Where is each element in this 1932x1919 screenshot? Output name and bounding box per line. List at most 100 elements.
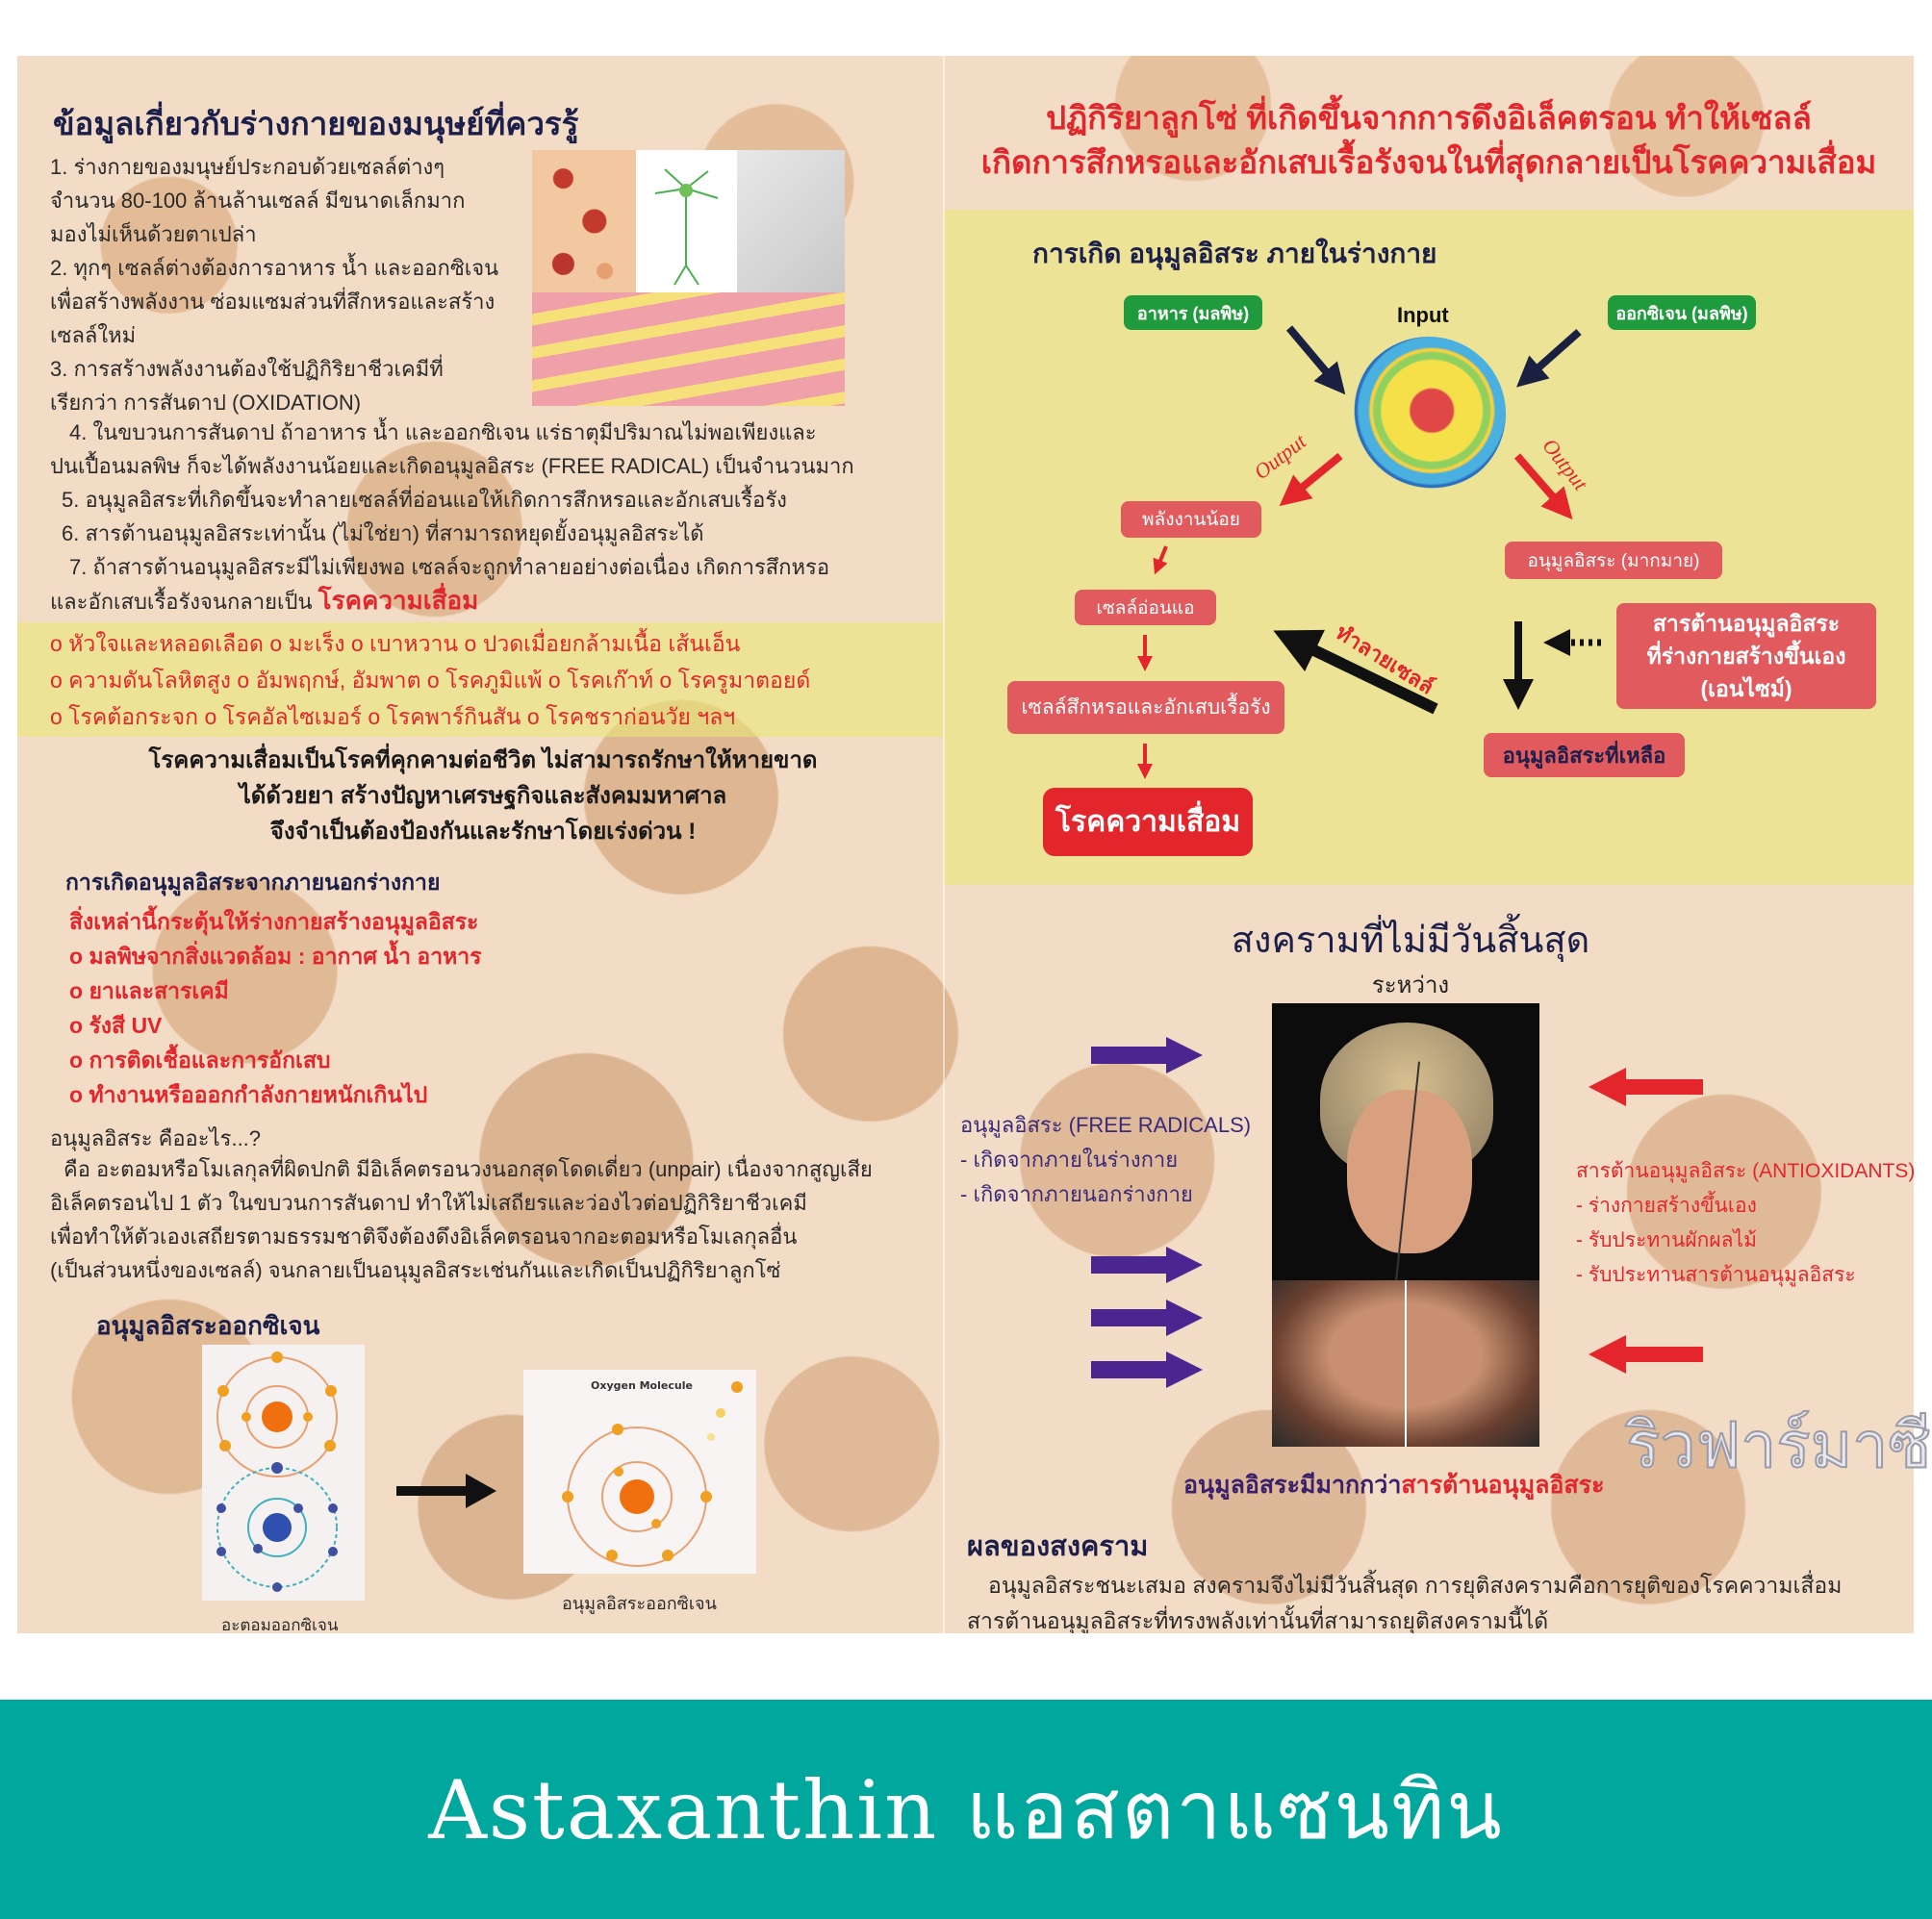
cause-item: o การติดเชื้อและการอักเสบ xyxy=(69,1048,331,1073)
title-banner: Astaxanthin แอสตาแซนทิน xyxy=(0,1700,1932,1919)
diagram-heading: การเกิด อนุมูลอิสระ ภายในร่างกาย xyxy=(1032,239,1437,268)
fact-line: 1. ร่างกายของมนุษย์ประกอบด้วยเซลล์ต่างๆ xyxy=(50,155,445,179)
nucleus-orange xyxy=(620,1479,654,1514)
disease-line: o ความดันโลหิตสูง o อัมพฤกษ์, อัมพาต o โ… xyxy=(50,668,811,693)
para-line: เพื่อทำให้ตัวเองเสถียรตามธรรมชาติจึงต้อง… xyxy=(50,1225,798,1249)
fact-line: 6. สารต้านอนุมูลอิสระเท่านั้น (ไม่ใช่ยา)… xyxy=(62,521,704,545)
page-fold xyxy=(943,56,945,1633)
caption-oxygen-radical: อนุมูลอิสระออกซิเจน xyxy=(562,1594,717,1613)
free-radicals-label: อนุมูลอิสระ (FREE RADICALS) xyxy=(960,1113,1252,1137)
cause-item: o ยาและสารเคมี xyxy=(69,978,229,1003)
split-line xyxy=(1405,1280,1407,1447)
external-subheading: สิ่งเหล่านี้กระตุ้นให้ร่างกายสร้างอนุมูล… xyxy=(69,909,479,934)
neuron-icon xyxy=(654,168,719,286)
cause-item: o มลพิษจากสิ่งแวดล้อม : อากาศ น้ำ อาหาร xyxy=(69,944,482,969)
caption-radicals: อนุมูลอิสระมีมากกว่า xyxy=(1183,1472,1402,1499)
disease-line: o โรคต้อกระจก o โรคอัลไซเมอร์ o โรคพาร์ก… xyxy=(50,704,736,729)
aging-face-photo xyxy=(1272,1003,1539,1447)
worn-cell-box: เซลล์สึกหรอและอักเสบเรื้อรัง xyxy=(1007,681,1284,734)
what-heading: อนุมูลอิสระ คืออะไร...? xyxy=(50,1126,262,1150)
fact-line: จำนวน 80-100 ล้านล้านเซลล์ มีขนาดเล็กมาก xyxy=(50,189,466,213)
para-line: (เป็นส่วนหนึ่งของเซลล์) จนกลายเป็นอนุมูล… xyxy=(50,1258,781,1282)
result-paragraph: อนุมูลอิสระชนะเสมอ สงครามจึงไม่มีวันสิ้น… xyxy=(967,1568,1842,1633)
right-title: ปฏิกิริยาลูกโซ่ ที่เกิดขึ้นจากการดึงอิเล… xyxy=(948,96,1910,185)
result-heading: ผลของสงคราม xyxy=(967,1531,1149,1562)
low-energy-box: พลังงานน้อย xyxy=(1121,501,1261,538)
weak-cell-box: เซลล์อ่อนแอ xyxy=(1075,590,1216,625)
orbit xyxy=(601,1461,673,1532)
output-arrow-left xyxy=(1279,452,1343,507)
input-label: Input xyxy=(1397,303,1449,327)
facts-list-bottom: 4. ในขบวนการสันดาป ถ้าอาหาร น้ำ และออกซิ… xyxy=(50,416,854,619)
orbit xyxy=(216,1467,338,1588)
title-line: ปฏิกิริยาลูกโซ่ ที่เกิดขึ้นจากการดึงอิเล… xyxy=(1046,100,1812,136)
neuron-image xyxy=(636,150,737,292)
remaining-radicals-box: อนุมูลอิสระที่เหลือ xyxy=(1484,733,1685,777)
oxygen-molecule-image: Oxygen Molecule xyxy=(523,1370,756,1574)
cell-images xyxy=(532,150,845,406)
highlight-degenerative: โรคความเสื่อม xyxy=(318,586,479,615)
free-radicals-list: อนุมูลอิสระ (FREE RADICALS) - เกิดจากภาย… xyxy=(960,1108,1251,1212)
cell-illustration xyxy=(1352,337,1506,491)
fact-line: 7. ถ้าสารต้านอนุมูลอิสระมีไม่เพียงพอ เซล… xyxy=(69,555,830,579)
purple-arrow-3 xyxy=(1091,1300,1203,1336)
enzyme-line: สารต้านอนุมูลอิสระ xyxy=(1652,611,1841,636)
fact-line: 2. ทุกๆ เซลล์ต่างต้องการอาหาร น้ำ และออก… xyxy=(50,256,499,280)
banner-title: Astaxanthin แอสตาแซนทิน xyxy=(428,1763,1504,1857)
antioxidants-label: สารต้านอนุมูลอิสระ (ANTIOXIDANTS) xyxy=(1576,1160,1916,1182)
many-radicals-box: อนุมูลอิสระ (มากมาย) xyxy=(1505,542,1722,579)
war-title: สงครามที่ไม่มีวันสิ้นสุด xyxy=(1231,921,1590,961)
red-arrow-2 xyxy=(1589,1335,1703,1374)
oxygen-heading: อนุมูลอิสระออกซิเจน xyxy=(96,1311,320,1340)
degenerative-disease-box: โรคความเสื่อม xyxy=(1043,788,1253,856)
muscle-tissue-image xyxy=(532,292,845,406)
fact-line: 5. อนุมูลอิสระที่เกิดขึ้นจะทำลายเซลล์ที่… xyxy=(62,488,787,512)
enzyme-line: ที่ร่างกายสร้างขึ้นเอง xyxy=(1646,644,1846,669)
ao-item: - ร่างกายสร้างขึ้นเอง xyxy=(1576,1195,1757,1217)
fr-item: - เกิดจากภายในร่างกาย xyxy=(960,1148,1179,1172)
fact-line: 4. ในขบวนการสันดาป ถ้าอาหาร น้ำ และออกซิ… xyxy=(69,420,817,444)
war-between: ระหว่าง xyxy=(1371,972,1450,998)
fact-line: 3. การสร้างพลังงานต้องใช้ปฏิกิริยาชีวเคม… xyxy=(50,357,444,381)
nucleus-blue xyxy=(263,1513,292,1542)
fr-item: - เกิดจากภายนอกร่างกาย xyxy=(960,1182,1193,1206)
orbit xyxy=(247,1498,307,1557)
purple-arrow-4 xyxy=(1091,1351,1203,1388)
enzyme-line: (เอนไซม์) xyxy=(1700,676,1792,701)
warning-line: จึงจำเป็นต้องป้องกันและรักษาโดยเร่งด่วน … xyxy=(269,819,697,845)
destroy-cell-arrow xyxy=(1273,629,1438,715)
food-box: อาหาร (มลพิษ) xyxy=(1124,295,1262,330)
arrow-to-weak-cell xyxy=(1153,545,1168,575)
antioxidants-list: สารต้านอนุมูลอิสระ (ANTIOXIDANTS) - ร่าง… xyxy=(1576,1154,1915,1293)
fact-text: และอักเสบเรื้อรังจนกลายเป็น xyxy=(50,590,313,614)
para-line: คือ อะตอมหรือโมเลกุลที่ผิดปกติ มีอิเล็คต… xyxy=(64,1157,873,1181)
caption-oxygen-atom: อะตอมออกซิเจน xyxy=(221,1616,339,1634)
disease-list: o หัวใจและหลอดเลือด o มะเร็ง o เบาหวาน o… xyxy=(50,625,810,735)
fact-line: ปนเปื้อนมลพิษ ก็จะได้พลังงานน้อยและเกิดอ… xyxy=(50,454,854,478)
oxygen-box: ออกซิเจน (มลพิษ) xyxy=(1608,295,1756,330)
disease-band xyxy=(17,622,943,737)
war-caption: อนุมูลอิสระมีมากกว่าสารต้านอนุมูลอิสระ xyxy=(1183,1466,1605,1504)
fact-line: เพื่อสร้างพลังงาน ซ่อมแซมส่วนที่สึกหรอแล… xyxy=(50,290,496,314)
oxygen-atom-image xyxy=(202,1345,365,1601)
what-paragraph: คือ อะตอมหรือโมเลกุลที่ผิดปกติ มีอิเล็คต… xyxy=(50,1152,873,1287)
cause-item: o รังสี UV xyxy=(69,1013,163,1038)
warning-line: โรคความเสื่อมเป็นโรคที่คุกคามต่อชีวิต ไม… xyxy=(148,747,818,773)
nucleus-orange xyxy=(262,1401,292,1432)
ao-item: - รับประทานผักผลไม้ xyxy=(1576,1229,1757,1251)
result-line: สารต้านอนุมูลอิสระที่ทรงพลังเท่านั้นที่ส… xyxy=(967,1608,1549,1633)
left-title: ข้อมูลเกี่ยวกับร่างกายของมนุษย์ที่ควรรู้ xyxy=(53,106,579,141)
fact-line: เรียกว่า การสันดาป (OXIDATION) xyxy=(50,391,362,415)
fact-line: และอักเสบเรื้อรังจนกลายเป็น โรคความเสื่อ… xyxy=(50,584,854,619)
cause-item: o ทำงานหรือออกกำลังกายหนักเกินไป xyxy=(69,1082,428,1107)
disease-line: o หัวใจและหลอดเลือด o มะเร็ง o เบาหวาน o… xyxy=(50,631,741,656)
sperm-image xyxy=(737,150,845,292)
warning-statement: โรคความเสื่อมเป็นโรคที่คุกคามต่อชีวิต ไม… xyxy=(50,743,916,849)
facts-list-top: 1. ร่างกายของมนุษย์ประกอบด้วยเซลล์ต่างๆ … xyxy=(50,150,498,419)
enzyme-antioxidant-box: สารต้านอนุมูลอิสระ ที่ร่างกายสร้างขึ้นเอ… xyxy=(1616,603,1876,709)
ao-item: - รับประทานสารต้านอนุมูลอิสระ xyxy=(1576,1264,1856,1286)
purple-arrow-2 xyxy=(1091,1247,1203,1283)
warning-line: ได้ด้วยยา สร้างปัญหาเศรษฐกิจและสังคมมหาศ… xyxy=(239,783,727,809)
